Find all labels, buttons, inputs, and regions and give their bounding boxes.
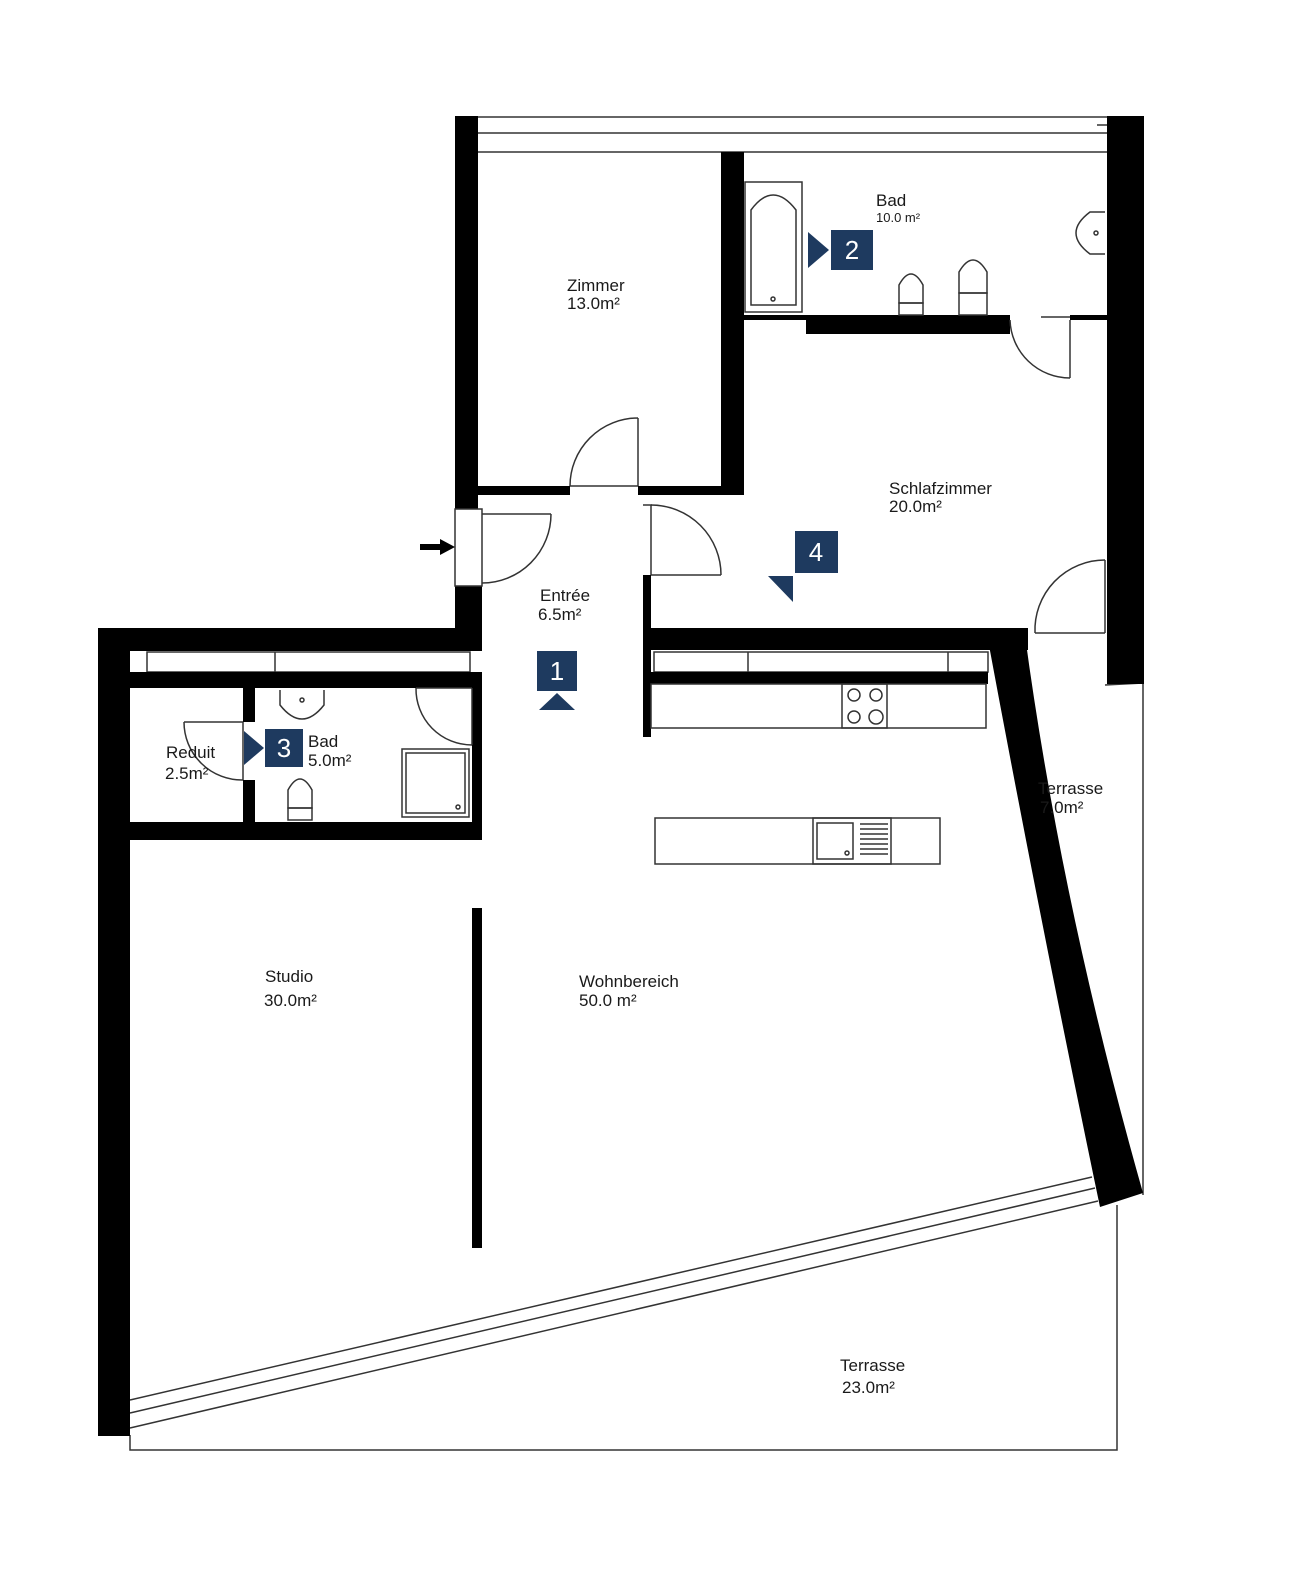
room-area: 13.0m² (567, 294, 620, 313)
room-name: Terrasse (840, 1356, 905, 1375)
door-terrasse-small[interactable] (1034, 559, 1106, 634)
room-name: Bad (876, 191, 906, 210)
toilet-icon (287, 778, 313, 821)
bidet-icon (958, 259, 988, 316)
room-area: 50.0 m² (579, 991, 637, 1010)
room-label-wohnbereich: Wohnbereich 50.0 m² (579, 972, 679, 1010)
room-name: Entrée (540, 586, 590, 605)
room-area: 20.0m² (889, 497, 942, 516)
room-area: 6.5m² (538, 605, 582, 624)
room-label-zimmer: Zimmer 13.0m² (567, 276, 625, 313)
room-name: Terrasse (1038, 779, 1103, 798)
room-label-schlafzimmer: Schlafzimmer 20.0m² (889, 479, 992, 516)
room-name: Reduit (166, 743, 215, 762)
view-marker-number: 3 (277, 733, 291, 763)
view-marker-number: 2 (845, 235, 859, 265)
walls (98, 116, 1144, 1436)
room-name: Wohnbereich (579, 972, 679, 991)
terrace-outlines (129, 682, 1144, 1451)
room-area: 2.5m² (165, 764, 209, 783)
view-marker-2[interactable]: 2 (808, 230, 873, 270)
toilet-icon (898, 273, 924, 316)
sink-icon (1075, 211, 1105, 255)
room-name: Studio (265, 967, 313, 986)
view-marker-3[interactable]: 3 (244, 729, 303, 767)
room-area: 5.0m² (308, 751, 352, 770)
view-marker-number: 4 (809, 537, 823, 567)
room-label-bad-main: Bad 10.0 m² (876, 191, 921, 225)
entrance-arrow-icon (420, 539, 455, 555)
room-area: 23.0m² (842, 1378, 895, 1397)
room-area: 10.0 m² (876, 210, 921, 225)
doors (183, 319, 1106, 781)
room-label-bad-small: Bad 5.0m² (308, 732, 352, 770)
view-marker-number: 1 (550, 656, 564, 686)
cooktop-icon (841, 683, 888, 729)
room-area: 7.0m² (1040, 798, 1084, 817)
fixtures (279, 181, 1105, 865)
room-label-terrasse-small: Terrasse 7.0m² (1038, 779, 1103, 817)
view-marker-4[interactable]: 4 (768, 531, 838, 602)
room-area: 30.0m² (264, 991, 317, 1010)
room-name: Bad (308, 732, 338, 751)
bathtub-icon (744, 181, 803, 313)
windows (129, 116, 1107, 1429)
kitchen-counter (650, 683, 987, 729)
view-marker-1[interactable]: 1 (537, 651, 577, 710)
room-name: Schlafzimmer (889, 479, 992, 498)
room-label-studio: Studio 30.0m² (264, 967, 317, 1010)
room-label-terrasse-large: Terrasse 23.0m² (840, 1356, 905, 1397)
room-name: Zimmer (567, 276, 625, 295)
room-label-entree: Entrée 6.5m² (538, 586, 590, 624)
door-bad-main[interactable] (1009, 319, 1071, 379)
room-label-reduit: Reduit 2.5m² (165, 743, 215, 783)
door-entrance[interactable] (454, 508, 552, 587)
door-zimmer[interactable] (569, 417, 639, 487)
door-reduit[interactable] (183, 721, 244, 781)
sink-icon (279, 690, 325, 720)
door-bad-small[interactable] (415, 687, 473, 746)
kitchen-sink-icon (812, 817, 892, 865)
shower-icon (401, 748, 470, 818)
door-schlafzimmer[interactable] (650, 504, 722, 576)
kitchen-island (654, 817, 941, 865)
